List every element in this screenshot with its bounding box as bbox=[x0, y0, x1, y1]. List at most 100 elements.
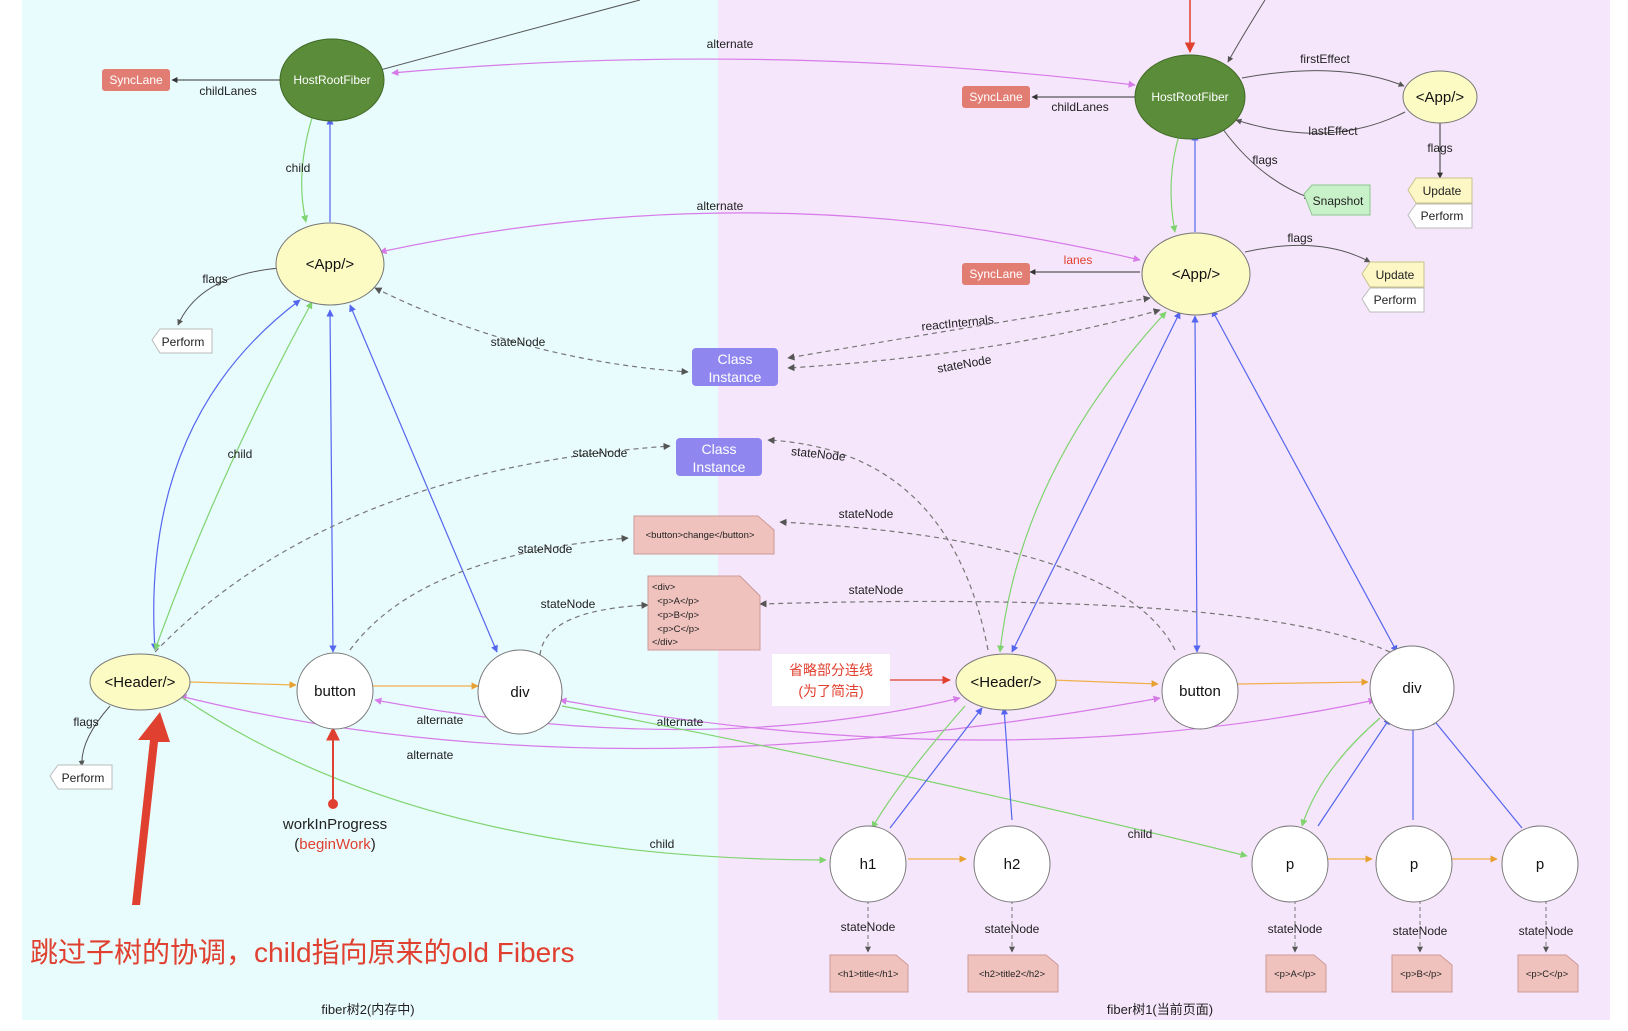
label-child-app-header-left: child bbox=[228, 447, 253, 461]
perform-flag-app-right bbox=[1361, 287, 1425, 313]
edge-child-root-app-left bbox=[301, 117, 313, 223]
label-alternate-roots: alternate bbox=[707, 37, 754, 51]
pC-dom-doc-label: <p>C</p> bbox=[1526, 969, 1569, 980]
edge-blue-p3-div bbox=[1431, 717, 1523, 829]
p-node-3-label: p bbox=[1536, 856, 1544, 873]
omit-note-box bbox=[772, 654, 890, 706]
p-node-1 bbox=[1251, 825, 1329, 903]
label-statenode-p1: stateNode bbox=[1268, 922, 1323, 936]
left-panel-title: fiber树2(内存中) bbox=[321, 1002, 414, 1017]
label-alternate-div: alternate bbox=[657, 715, 704, 729]
label-alternate-button: alternate bbox=[417, 713, 464, 727]
label-app-small-flags: flags bbox=[1427, 141, 1452, 155]
edge-statenode-button-left bbox=[349, 534, 629, 651]
edge-green-app-header-left bbox=[153, 301, 313, 651]
label-statenode-p3: stateNode bbox=[1519, 924, 1574, 938]
class-instance-2 bbox=[676, 438, 762, 476]
edge-statenode-header-right bbox=[767, 436, 989, 651]
edge-blue-app-header-right bbox=[1011, 311, 1181, 653]
perform-flag-app-left-label: Perform bbox=[162, 335, 205, 349]
edge-root-flags bbox=[1221, 127, 1311, 199]
edge-sibling-header-button-right bbox=[1051, 679, 1159, 688]
perform-flag-app-right-label: Perform bbox=[1374, 293, 1417, 307]
header-node-right bbox=[955, 653, 1057, 711]
label-child-div-p: child bbox=[1128, 827, 1153, 841]
label-statenode-button-left: stateNode bbox=[518, 542, 573, 556]
label-statenode-header-right: stateNode bbox=[790, 444, 846, 464]
label-alternate-header: alternate bbox=[407, 748, 454, 762]
update-flag-app-right bbox=[1361, 261, 1425, 288]
label-statenode-button-right: stateNode bbox=[839, 507, 894, 521]
begin-work-label: (beginWork) bbox=[294, 836, 375, 853]
sync-lane-right-root-label: SyncLane bbox=[969, 90, 1023, 104]
class-instance-2-line1: Class bbox=[701, 441, 736, 457]
edge-statenode-button-right bbox=[779, 518, 1176, 651]
snapshot-flag bbox=[1303, 184, 1371, 216]
edge-header-left-flags bbox=[78, 705, 111, 767]
work-in-progress-dot bbox=[328, 799, 338, 809]
label-childlanes-right: childLanes bbox=[1051, 100, 1108, 114]
p-node-2 bbox=[1375, 825, 1453, 903]
perform-flag-header-left bbox=[49, 764, 113, 790]
label-statenode-header-left: stateNode bbox=[573, 446, 628, 460]
edge-blue-app-div-left bbox=[349, 304, 498, 653]
edge-blue-p1-div bbox=[1317, 717, 1391, 827]
perform-flag-app-left bbox=[151, 328, 213, 354]
begin-work-close-paren: ) bbox=[371, 836, 376, 853]
div-dom-doc bbox=[647, 575, 761, 651]
app-node-left bbox=[275, 222, 385, 306]
h2-node-label: h2 bbox=[1004, 856, 1021, 873]
edge-alternate-div bbox=[559, 697, 1376, 741]
edge-root-in-right bbox=[1227, 0, 1266, 63]
h2-dom-doc bbox=[967, 954, 1059, 993]
perform-flag-top bbox=[1407, 203, 1473, 229]
h1-node bbox=[829, 825, 907, 903]
class-instance-1 bbox=[692, 348, 778, 386]
button-dom-doc bbox=[633, 515, 775, 555]
edge-alternate-header bbox=[179, 694, 1161, 750]
edge-app-right-flags bbox=[1244, 244, 1371, 263]
button-node-left-label: button bbox=[314, 683, 356, 700]
edge-green-div-p1 bbox=[1300, 717, 1381, 827]
edge-blue-h1-header bbox=[889, 707, 983, 829]
div-node-right-label: div bbox=[1402, 680, 1422, 697]
h1-dom-doc bbox=[829, 954, 909, 993]
sync-lane-right-app-label: SyncLane bbox=[969, 267, 1023, 281]
button-dom-doc-label: <button>change</button> bbox=[646, 530, 755, 541]
label-last-effect: lastEffect bbox=[1308, 124, 1358, 138]
h2-dom-doc-label: <h2>title2</h2> bbox=[979, 969, 1045, 980]
edge-statenode-div-right bbox=[759, 600, 1391, 653]
label-child-root-app-left: child bbox=[286, 161, 311, 175]
edge-sibling-header-button-left bbox=[189, 681, 297, 689]
pB-dom-doc bbox=[1391, 954, 1453, 993]
snapshot-flag-label: Snapshot bbox=[1313, 194, 1364, 208]
div-node-right bbox=[1369, 645, 1455, 731]
label-statenode-h1: stateNode bbox=[841, 920, 896, 934]
edge-sibling-button-div-right bbox=[1237, 678, 1369, 686]
div-dom-doc-line2: <p>A</p> bbox=[652, 596, 699, 607]
update-flag-top-label: Update bbox=[1423, 184, 1462, 198]
label-app-right-flags: flags bbox=[1287, 231, 1312, 245]
app-node-right bbox=[1141, 232, 1251, 316]
class-instance-1-line1: Class bbox=[717, 351, 752, 367]
perform-flag-top-label: Perform bbox=[1421, 209, 1464, 223]
begin-work-text: beginWork bbox=[299, 836, 371, 853]
button-node-left bbox=[296, 652, 374, 730]
edge-last-effect bbox=[1235, 111, 1406, 134]
class-instance-2-line2: Instance bbox=[693, 459, 746, 475]
label-statenode-div-right: stateNode bbox=[849, 583, 904, 597]
sync-lane-left-label: SyncLane bbox=[109, 73, 163, 87]
edge-child-root-app-right bbox=[1170, 131, 1181, 233]
label-lanes: lanes bbox=[1064, 253, 1093, 267]
edge-alternate-apps bbox=[379, 212, 1141, 263]
omit-note-line1: 省略部分连线 bbox=[789, 662, 873, 678]
div-node-left-label: div bbox=[510, 684, 530, 701]
pC-dom-doc bbox=[1517, 954, 1579, 993]
sync-lane-right-app bbox=[962, 263, 1030, 285]
work-in-progress-label: workInProgress bbox=[282, 816, 387, 833]
button-node-right bbox=[1161, 652, 1239, 730]
host-root-fiber-right-label: HostRootFiber bbox=[1151, 90, 1228, 104]
p-node-1-label: p bbox=[1286, 856, 1294, 873]
label-first-effect: firstEffect bbox=[1300, 52, 1350, 66]
